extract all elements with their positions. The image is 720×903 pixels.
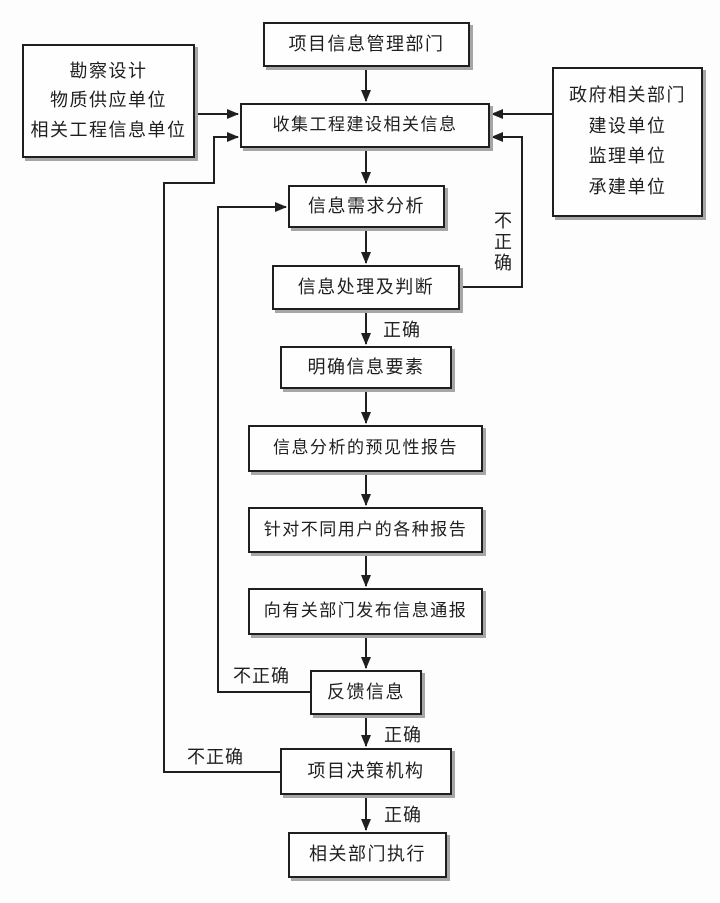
edge-label-correct-after-feedback: 正确 [384, 725, 422, 745]
node-predictive-report: 信息分析的预见性报告 [248, 425, 483, 472]
node-execute-dept: 相关部门执行 [288, 832, 447, 878]
node-clarify-elements: 明确信息要素 [280, 346, 452, 389]
node-label: 相关部门执行 [309, 844, 426, 865]
edge-label-incorrect-process-loop: 不正确 [492, 211, 512, 274]
node-label: 向有关部门发布信息通报 [263, 601, 468, 621]
node-label: 明确信息要素 [307, 356, 425, 377]
node-collect-info: 收集工程建设相关信息 [240, 103, 490, 148]
node-demand-analysis: 信息需求分析 [288, 185, 445, 228]
node-label: 反馈信息 [327, 681, 405, 702]
node-label-line: 政府相关部门 [569, 84, 686, 105]
loop-decision-to-collect [163, 132, 280, 773]
node-label: 信息分析的预见性报告 [273, 438, 458, 458]
node-label: 收集工程建设相关信息 [272, 115, 458, 135]
node-label: 信息处理及判断 [297, 276, 435, 297]
node-left-sources: 勘察设计 物质供应单位 相关工程信息单位 [22, 44, 195, 158]
node-label-line: 承建单位 [588, 177, 667, 198]
node-label: 针对不同用户的各种报告 [263, 519, 468, 539]
node-label-line: 勘察设计 [69, 60, 148, 81]
node-label-line: 相关工程信息单位 [30, 119, 187, 140]
node-user-reports: 针对不同用户的各种报告 [248, 507, 483, 553]
loop-feedback-to-demand [217, 202, 310, 693]
edge-label-incorrect-feedback-loop: 不正确 [233, 666, 290, 686]
loop-process-to-collect [460, 132, 523, 288]
node-label: 项目信息管理部门 [288, 33, 445, 54]
node-decision-body: 项目决策机构 [280, 748, 452, 795]
node-label: 信息需求分析 [308, 195, 425, 216]
node-info-management-dept: 项目信息管理部门 [263, 22, 470, 67]
node-processing-judgment: 信息处理及判断 [272, 265, 460, 310]
node-publish-bulletin: 向有关部门发布信息通报 [248, 588, 483, 635]
node-label-line: 建设单位 [588, 115, 667, 136]
edge-label-correct-after-decision: 正确 [384, 805, 422, 825]
edge-label-incorrect-decision-loop: 不正确 [187, 747, 244, 767]
node-label-line: 监理单位 [588, 146, 667, 167]
node-right-sources: 政府相关部门 建设单位 监理单位 承建单位 [552, 67, 703, 217]
node-label: 项目决策机构 [307, 760, 425, 781]
node-feedback-info: 反馈信息 [310, 670, 422, 715]
edge-label-correct-after-process: 正确 [383, 320, 421, 340]
node-label-line: 物质供应单位 [50, 90, 167, 111]
